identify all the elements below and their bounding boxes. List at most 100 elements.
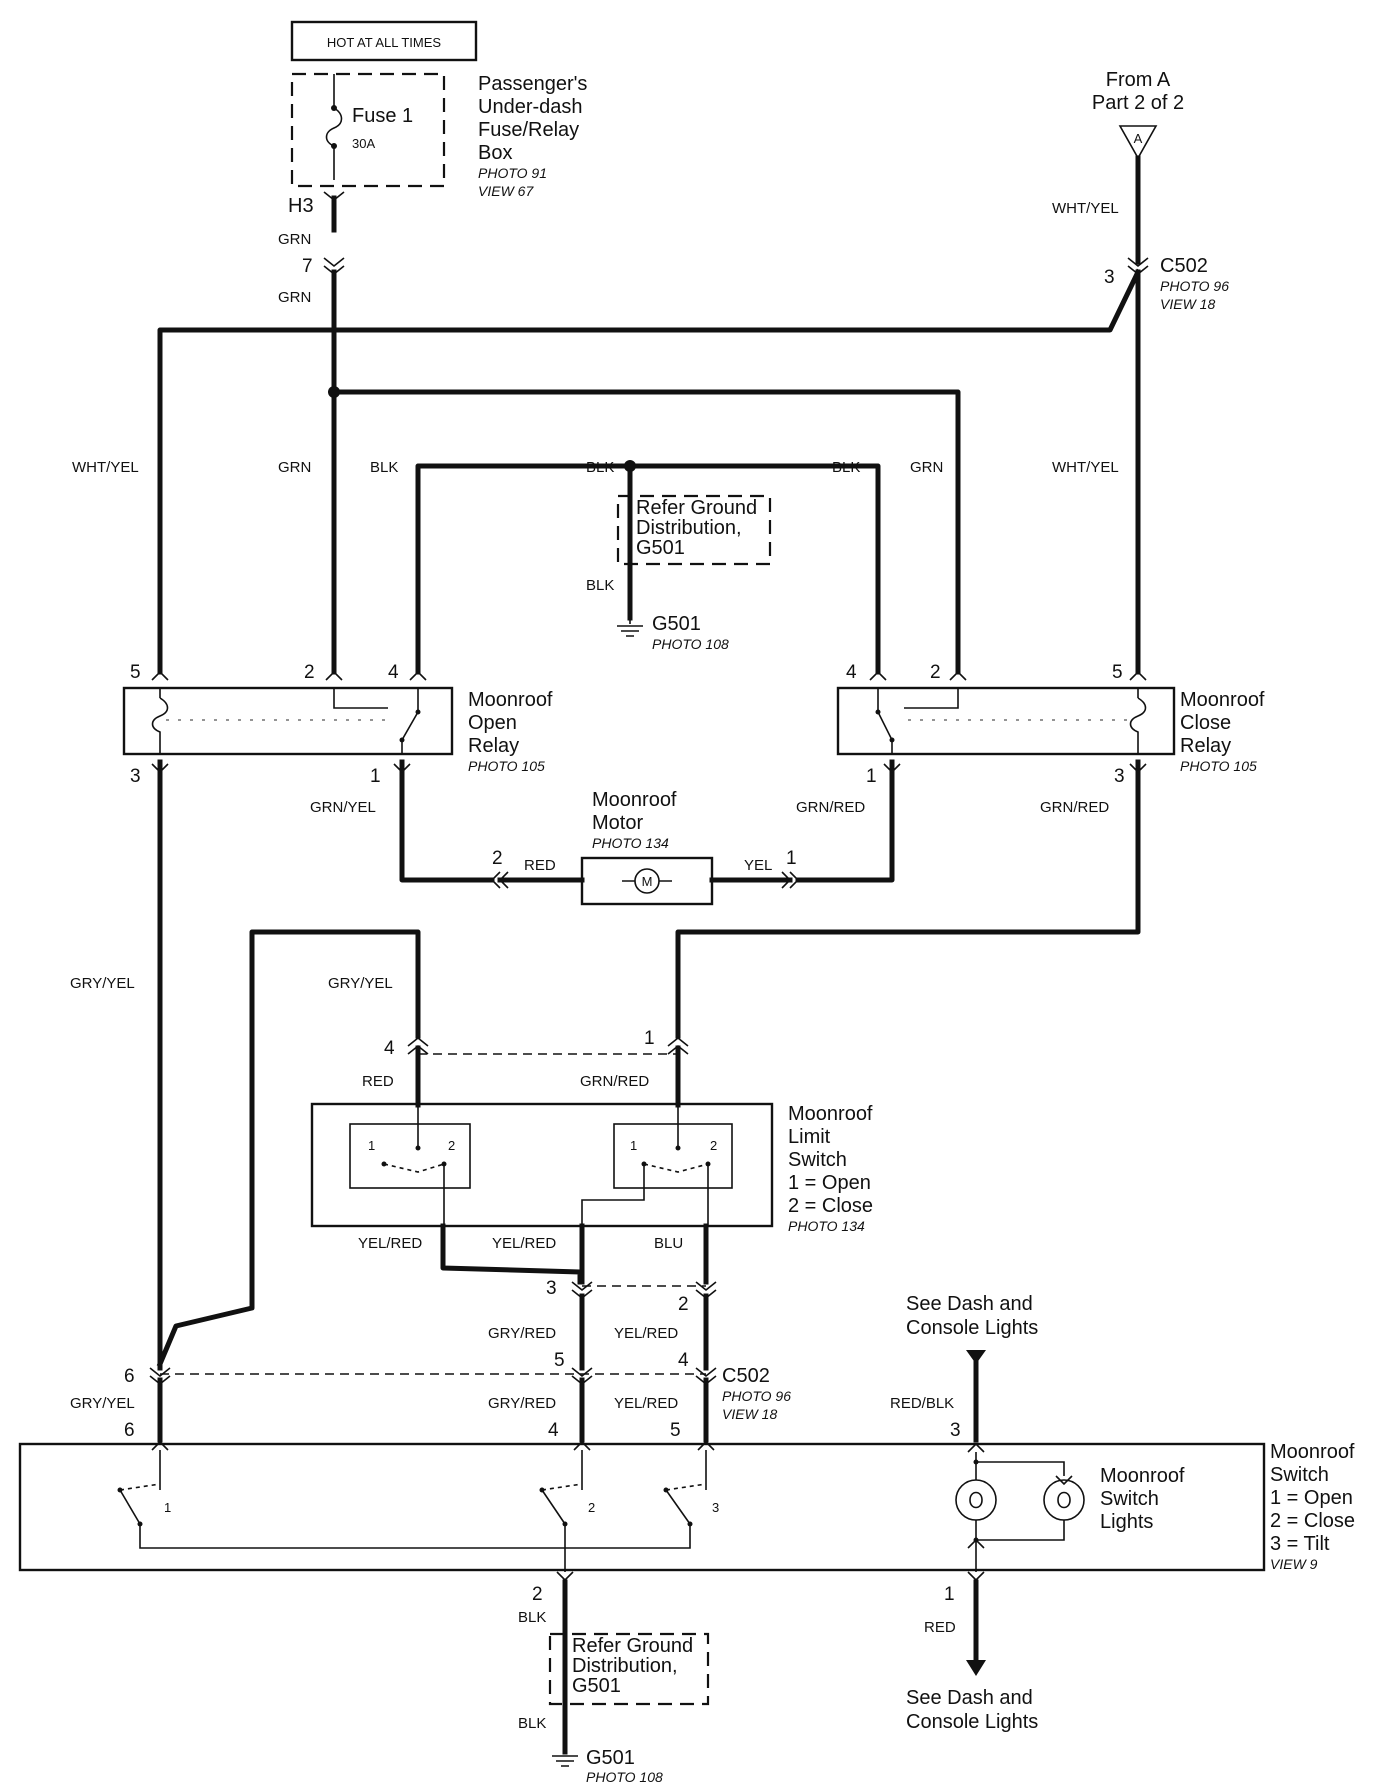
g501-bottom-name: G501 <box>586 1747 635 1769</box>
fuse-box-line-2: Under-dash <box>478 96 583 118</box>
c502-bottom-photo: PHOTO 96 <box>722 1388 791 1404</box>
wire-label-red-dash: RED <box>924 1619 956 1636</box>
wire-label-gry-yel-2: GRY/YEL <box>70 1395 135 1412</box>
open-relay-pin-3: 3 <box>130 766 141 787</box>
switch-contact-2: 2 <box>588 1500 595 1515</box>
wire-label-grn-2: GRN <box>278 289 311 306</box>
wire-label-yel-motor: YEL <box>744 857 772 874</box>
g501-top-name: G501 <box>652 613 701 635</box>
limit-close-contact-2: 2 <box>710 1138 717 1153</box>
wire-grn-red-limit <box>675 759 1141 1039</box>
open-relay-pin-arrows <box>151 670 427 774</box>
wire-label-grn-red-close: GRN/RED <box>796 799 865 816</box>
wire-label-grn-1: GRN <box>278 231 311 248</box>
c502-bottom-pin-4: 4 <box>678 1350 689 1371</box>
wires <box>156 155 1142 1755</box>
wire-label-wht-yel-right: WHT/YEL <box>1052 459 1119 476</box>
wire-wht-yel-left <box>157 268 1142 675</box>
splice-blk <box>624 460 636 472</box>
wire-grn-yel-motor <box>399 759 495 883</box>
limit-switch-line-2: Limit <box>788 1126 831 1148</box>
ground-symbol-top <box>617 618 643 637</box>
wire-label-blk-open: BLK <box>370 459 398 476</box>
hot-at-all-times-box <box>290 20 478 62</box>
ground-ref-bottom-line-1: Refer Ground <box>572 1635 693 1657</box>
dash-lights-bottom-arrow <box>966 1660 986 1676</box>
close-relay-pin-1: 1 <box>866 766 877 787</box>
moonroof-switch-pin-arrows <box>151 1440 985 1582</box>
moonroof-switch-lights-circuit <box>967 1452 1073 1572</box>
fuse-box-line-3: Fuse/Relay <box>478 119 579 141</box>
wire-label-red-motor: RED <box>524 857 556 874</box>
wire-label-blk-ground-bottom: BLK <box>518 1715 546 1732</box>
moonroof-switch-box <box>18 1442 1266 1572</box>
c502-bottom-view: VIEW 18 <box>722 1406 777 1422</box>
wire-label-grn-red-limit: GRN/RED <box>580 1073 649 1090</box>
close-relay-pin-4: 4 <box>846 662 857 683</box>
switch-contact-1: 1 <box>164 1500 171 1515</box>
switch-light-2-icon <box>1043 1479 1085 1521</box>
open-relay-line-3: Relay <box>468 735 519 757</box>
wire-label-yel-red-a: YEL/RED <box>358 1235 422 1252</box>
wire-label-blk-close: BLK <box>832 459 860 476</box>
fuse-box-view: VIEW 67 <box>478 183 534 199</box>
limit-open-contact-2: 2 <box>448 1138 455 1153</box>
motor-connector-1-symbol <box>781 871 800 889</box>
open-relay-photo: PHOTO 105 <box>468 758 545 774</box>
motor-photo: PHOTO 134 <box>592 835 669 851</box>
open-relay-pin-2: 2 <box>304 662 315 683</box>
c502-top-pin-3: 3 <box>1104 267 1115 288</box>
g501-top-photo: PHOTO 108 <box>652 636 729 652</box>
fuse-box-outline <box>290 72 446 188</box>
switch-lights-line-3: Lights <box>1100 1511 1153 1533</box>
limit-switch-line-5: 2 = Close <box>788 1195 873 1217</box>
limit-switch-line-1: Moonroof <box>788 1103 873 1125</box>
switch-light-1-icon <box>955 1479 997 1521</box>
fuse-box-line-4: Box <box>478 142 512 164</box>
switch-light-2-filament <box>1057 1491 1071 1509</box>
motor-line-1: Moonroof <box>592 789 677 811</box>
switch-lights-line-2: Switch <box>1100 1488 1159 1510</box>
motor-connector-2-symbol <box>490 871 509 889</box>
wire-label-wht-yel-left: WHT/YEL <box>72 459 139 476</box>
limit-switch-close-element <box>613 1123 733 1189</box>
c502-bottom-pin-6: 6 <box>124 1366 135 1387</box>
motor-line-2: Motor <box>592 812 643 834</box>
limit-pin-1: 1 <box>644 1028 655 1049</box>
switch-pin-6: 6 <box>124 1420 135 1441</box>
wire-blk-ground-bus <box>415 463 881 675</box>
connector-h3: H3 <box>288 195 314 217</box>
limit-open-contact-1: 1 <box>368 1138 375 1153</box>
close-relay-pin-3: 3 <box>1114 766 1125 787</box>
fuse-box-photo: PHOTO 91 <box>478 165 547 181</box>
c502-top-photo: PHOTO 96 <box>1160 278 1229 294</box>
wire-label-red-blk: RED/BLK <box>890 1395 954 1412</box>
switch-pin-3: 3 <box>950 1420 961 1441</box>
wire-label-yel-red-b: YEL/RED <box>492 1235 556 1252</box>
splice-grn <box>328 386 340 398</box>
fuse-contact-top <box>331 105 337 111</box>
wire-grn-red-motor <box>795 759 895 883</box>
switch-pin-5: 5 <box>670 1420 681 1441</box>
ground-ref-top-line-1: Refer Ground <box>636 497 757 519</box>
dash-lights-bottom-line-2: Console Lights <box>906 1711 1038 1733</box>
hot-at-all-times-label: HOT AT ALL TIMES <box>327 35 441 50</box>
limit-switch-line-4: 1 = Open <box>788 1172 871 1194</box>
ground-ref-bottom-box <box>548 1632 710 1706</box>
ground-ref-bottom-line-3: G501 <box>572 1675 621 1697</box>
wire-gry-yel-limit <box>156 929 421 1368</box>
wire-label-gry-yel-limit: GRY/YEL <box>328 975 393 992</box>
limit-close-contact-1: 1 <box>630 1138 637 1153</box>
dash-lights-top-arrow <box>966 1350 986 1364</box>
ground-ref-bottom-line-2: Distribution, <box>572 1655 678 1677</box>
open-relay-internals <box>151 688 421 754</box>
open-relay-pin-1: 1 <box>370 766 381 787</box>
moonroof-switch-line-3: 1 = Open <box>1270 1487 1353 1509</box>
fuse-box-line-1: Passenger's <box>478 73 587 95</box>
pin-7: 7 <box>302 256 313 277</box>
dash-lights-top-line-1: See Dash and <box>906 1293 1033 1315</box>
close-relay-pin-2: 2 <box>930 662 941 683</box>
moonroof-switch-contacts <box>117 1450 707 1572</box>
from-a-line-2: Part 2 of 2 <box>1092 92 1184 114</box>
from-a-triangle <box>1118 125 1158 160</box>
